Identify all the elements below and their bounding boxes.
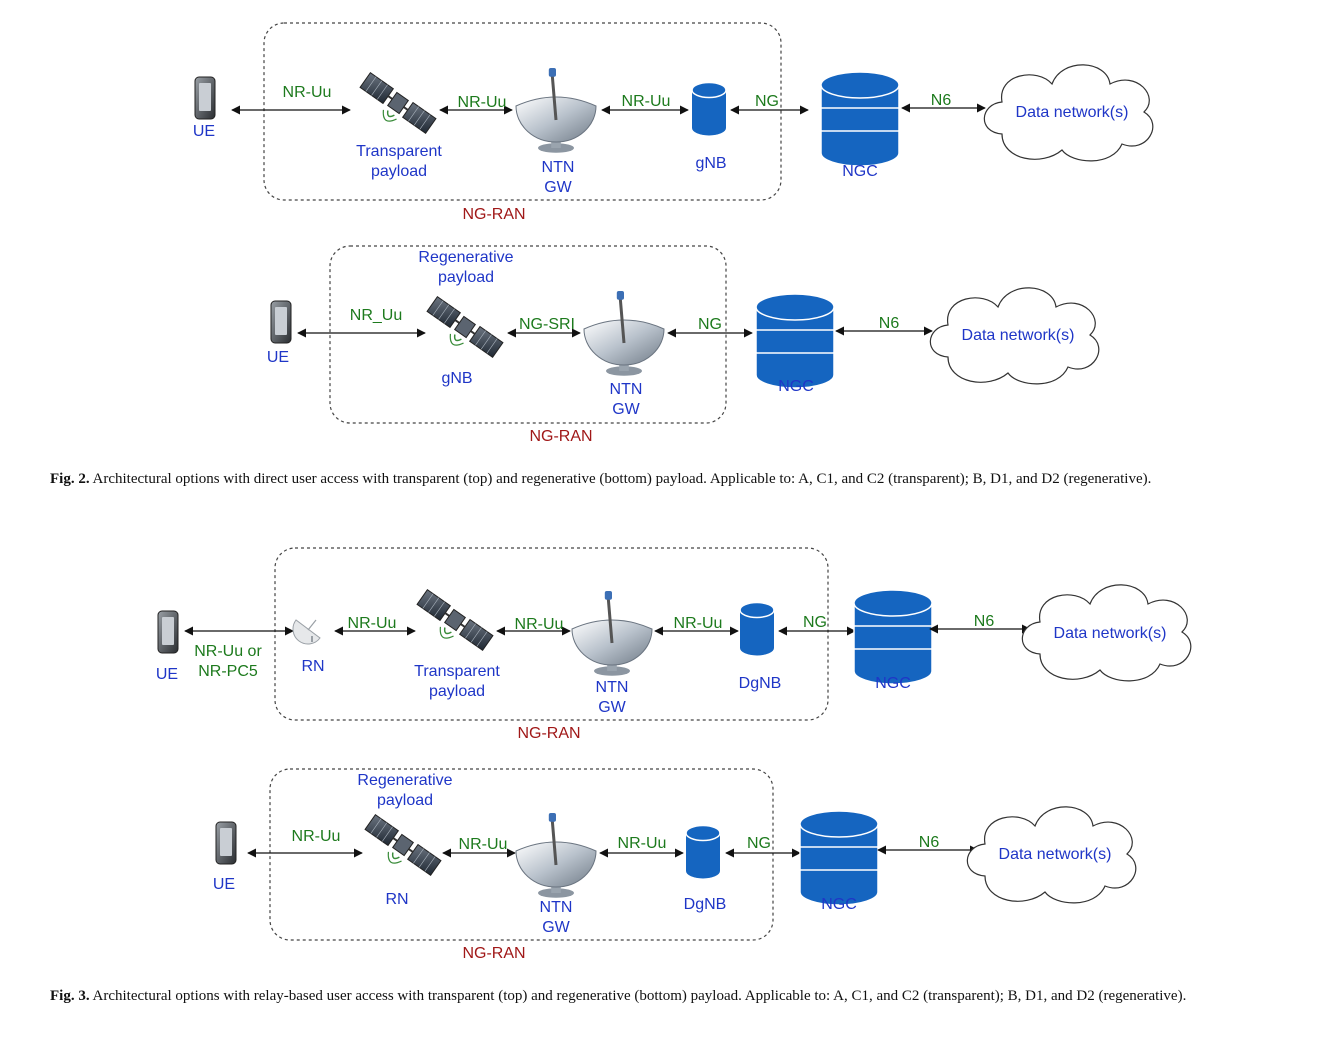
d1-ran-label: NG-RAN [462, 206, 525, 223]
d1-ngc-label: NGC [842, 163, 878, 180]
d2-link-4: N6 [879, 315, 900, 332]
d1-ue-label: UE [193, 123, 215, 140]
figure-2-text: Architectural options with direct user a… [92, 471, 1152, 487]
figure-3-text: Architectural options with relay-based u… [92, 988, 1187, 1004]
d4-data-network-cloud-icon [966, 806, 1137, 904]
d3-link-2: NR-Uu [348, 615, 397, 632]
d2-link-1: NR_Uu [350, 307, 402, 324]
d2-ngc-label: NGC [778, 378, 814, 395]
d2-satellite-icon [426, 295, 504, 359]
d2-ntn-dish-icon [583, 291, 665, 376]
d3-ngc-label: NGC [875, 675, 911, 692]
d2-data-network-cloud-icon [929, 287, 1100, 385]
d3-link-3: NR-Uu [515, 616, 564, 633]
d4-sat-label: RN [385, 891, 408, 908]
d4-satellite-icon [364, 813, 442, 877]
d1-link-3: NR-Uu [622, 93, 671, 110]
d2-sat-label: gNB [441, 370, 472, 387]
d1-data-network-cloud-icon [983, 64, 1154, 162]
d4-link-3: NR-Uu [618, 835, 667, 852]
d3-ue-label: UE [156, 666, 178, 683]
d3-link-5: NG [803, 614, 827, 631]
d3-link-4: NR-Uu [674, 615, 723, 632]
d4-data-network-label: Data network(s) [999, 846, 1112, 863]
d4-ngc-icon [799, 810, 879, 906]
d3-ntn-dish-icon [571, 591, 653, 676]
d1-ntn-dish-icon [515, 68, 597, 153]
d4-ntn-dish-icon [515, 813, 597, 898]
d1-satellite-icon [359, 71, 437, 135]
d2-link-2: NG-SRI [519, 316, 575, 333]
figure-2-label: Fig. 2. [50, 471, 90, 487]
d2-data-network-label: Data network(s) [962, 327, 1075, 344]
d4-link-5: N6 [919, 834, 940, 851]
d2-ran-label: NG-RAN [529, 428, 592, 445]
d4-ue-label: UE [213, 876, 235, 893]
d3-ran-label: NG-RAN [517, 725, 580, 742]
d3-dgnb-cylinder-icon [739, 601, 775, 656]
d1-link-1: NR-Uu [283, 84, 332, 101]
d4-ngc-label: NGC [821, 896, 857, 913]
figure-3-caption: Fig. 3. Architectural options with relay… [50, 986, 1300, 1007]
d3-ngc-icon [853, 589, 933, 685]
d3-data-network-label: Data network(s) [1054, 625, 1167, 642]
d3-rn-label: RN [301, 658, 324, 675]
d4-link-1: NR-Uu [292, 828, 341, 845]
d1-ngc-icon [820, 71, 900, 167]
d2-link-3: NG [698, 316, 722, 333]
d3-data-network-cloud-icon [1021, 584, 1192, 682]
figure-3-label: Fig. 3. [50, 988, 90, 1004]
d1-data-network-label: Data network(s) [1016, 104, 1129, 121]
d1-gnb-label: gNB [695, 155, 726, 172]
d3-satellite-icon [416, 588, 494, 652]
d2-ue-phone-icon [270, 300, 292, 344]
d1-link-4: NG [755, 93, 779, 110]
d1-link-2: NR-Uu [458, 94, 507, 111]
d2-ngc-icon [755, 293, 835, 389]
d2-ue-label: UE [267, 349, 289, 366]
d3-dgnb-label: DgNB [739, 675, 782, 692]
d4-dgnb-cylinder-icon [685, 824, 721, 879]
d4-ue-phone-icon [215, 821, 237, 865]
figure-2-caption: Fig. 2. Architectural options with direc… [50, 469, 1300, 490]
d4-link-4: NG [747, 835, 771, 852]
d3-ue-phone-icon [157, 610, 179, 654]
d3-link-6: N6 [974, 613, 995, 630]
d3-rn-dish-icon [292, 619, 321, 645]
d1-link-5: N6 [931, 92, 952, 109]
d4-ran-label: NG-RAN [462, 945, 525, 962]
d4-dgnb-label: DgNB [684, 896, 727, 913]
d4-link-2: NR-Uu [459, 836, 508, 853]
d2-ran-box [329, 245, 727, 424]
d1-ue-phone-icon [194, 76, 216, 120]
d1-gnb-cylinder-icon [691, 81, 727, 136]
